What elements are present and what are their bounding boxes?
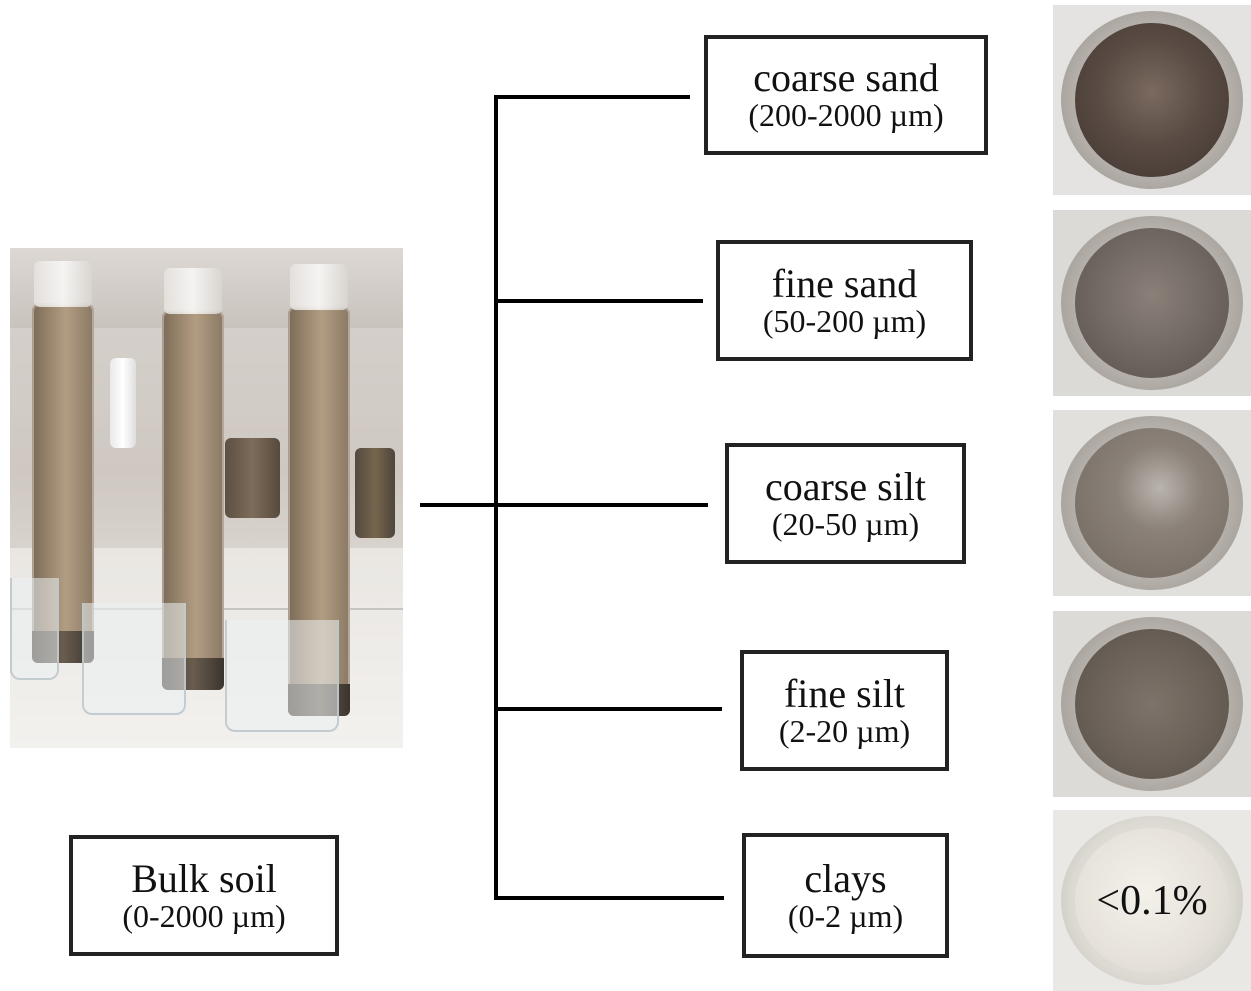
- fraction-box-coarse-silt: coarse silt (20-50 µm): [725, 443, 966, 564]
- fraction-name: coarse sand: [753, 55, 939, 101]
- glass-beaker: [82, 603, 186, 715]
- bulk-soil-name: Bulk soil: [131, 855, 277, 901]
- connector-branch-fine-sand: [494, 299, 703, 303]
- coarse-sand-dish-photo: [1053, 5, 1251, 195]
- clays-percentage-label: <0.1%: [1096, 877, 1208, 924]
- jar: [225, 438, 280, 518]
- fraction-name: coarse silt: [764, 463, 927, 509]
- wash-bottle: [110, 358, 136, 448]
- fraction-range: (200-2000 µm): [748, 97, 944, 134]
- connector-bulk-to-trunk: [420, 503, 497, 507]
- glass-beaker: [225, 620, 339, 732]
- connector-branch-coarse-silt: [494, 503, 708, 507]
- fraction-box-fine-sand: fine sand (50-200 µm): [716, 240, 973, 361]
- fraction-box-clays: clays (0-2 µm): [742, 833, 949, 958]
- fine-silt-dish-photo: [1053, 611, 1251, 797]
- connector-branch-fine-silt: [494, 707, 722, 711]
- jar: [355, 448, 395, 538]
- fraction-name: fine sand: [771, 260, 918, 306]
- fine-sand-dish-photo: [1053, 210, 1251, 396]
- fraction-range: (50-200 µm): [762, 302, 927, 339]
- bulk-soil-box: Bulk soil (0-2000 µm): [69, 835, 339, 956]
- clays-dish-photo: <0.1%: [1053, 810, 1251, 991]
- connector-branch-coarse-sand: [494, 95, 690, 99]
- connector-branch-clays: [494, 896, 724, 900]
- fraction-name: fine silt: [783, 670, 906, 716]
- connector-trunk: [494, 95, 498, 900]
- glass-beaker: [10, 578, 59, 680]
- fraction-range: (20-50 µm): [771, 505, 920, 542]
- fraction-range: (2-20 µm): [778, 712, 911, 749]
- fraction-box-fine-silt: fine silt (2-20 µm): [740, 650, 949, 771]
- bulk-soil-photo: [10, 248, 403, 748]
- coarse-silt-dish-photo: [1053, 410, 1251, 596]
- fraction-box-coarse-sand: coarse sand (200-2000 µm): [704, 35, 988, 155]
- bulk-soil-range: (0-2000 µm): [122, 897, 286, 934]
- fraction-range: (0-2 µm): [787, 897, 904, 934]
- fraction-name: clays: [804, 855, 887, 901]
